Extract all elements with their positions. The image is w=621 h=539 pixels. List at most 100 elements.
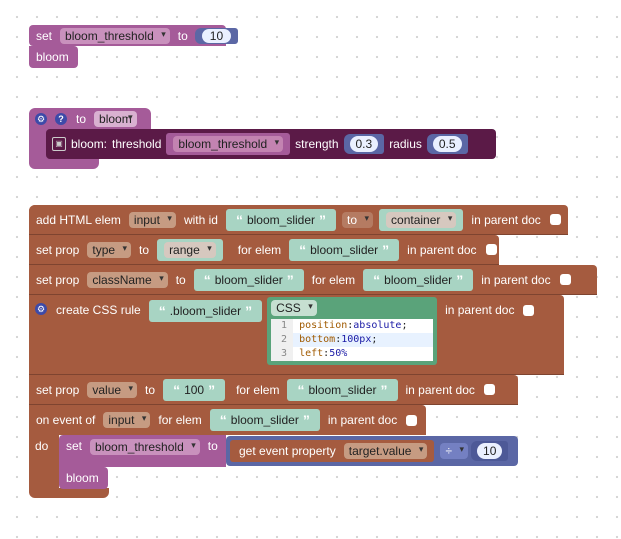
divisor-number-block[interactable]: 10: [471, 441, 509, 461]
operator-dropdown[interactable]: ÷: [440, 443, 469, 459]
value[interactable]: bloom_slider: [214, 272, 283, 287]
id-string-block[interactable]: “ bloom_slider ”: [225, 208, 337, 231]
value[interactable]: 100: [184, 382, 205, 397]
get-event-property-block[interactable]: get event property target.value: [230, 440, 435, 462]
elem-value[interactable]: bloom_slider: [310, 242, 379, 257]
for-elem-label: for elem: [311, 272, 356, 287]
elem-type-dropdown[interactable]: input: [128, 211, 176, 228]
in-parent-doc-checkbox[interactable]: [549, 214, 561, 225]
lang-dropdown[interactable]: CSS: [271, 300, 317, 316]
divide-block[interactable]: get event property target.value ÷ 10: [226, 436, 518, 466]
set-prop-type-block[interactable]: set prop type to range for elem “ bloom_…: [29, 235, 499, 265]
elem-string-block[interactable]: “ bloom_slider ”: [289, 238, 400, 261]
nested-set-variable-block[interactable]: set bloom_threshold to: [59, 435, 226, 467]
to-label: to: [207, 439, 218, 453]
event-dropdown[interactable]: input: [103, 412, 151, 428]
in-parent-doc-checkbox[interactable]: [483, 384, 495, 395]
in-parent-doc-label: in parent doc: [407, 242, 477, 257]
function-name-field[interactable]: bloom: [94, 111, 137, 127]
help-icon[interactable]: ?: [55, 113, 67, 125]
for-elem-label: for elem: [237, 242, 282, 257]
css-code-editor[interactable]: 1 position:absolute; 2 bottom:100px; 3 l…: [271, 319, 434, 361]
elem-string-block[interactable]: “ bloom_slider ”: [363, 268, 474, 291]
id-value[interactable]: bloom_slider: [246, 212, 316, 227]
in-parent-doc-checkbox[interactable]: [406, 414, 418, 426]
prop-dropdown[interactable]: value: [87, 381, 138, 398]
value-string-block[interactable]: “ bloom_slider ”: [193, 268, 304, 291]
to-label: to: [145, 382, 156, 397]
line-number: 1: [271, 319, 294, 333]
in-parent-doc-checkbox[interactable]: [485, 244, 497, 255]
add-html-elem-label: add HTML elem: [36, 212, 121, 227]
bloom-label: bloom:: [71, 137, 108, 151]
in-parent-doc-checkbox[interactable]: [559, 274, 571, 285]
set-label: set: [66, 439, 83, 453]
css-property: bottom: [299, 334, 336, 345]
line-number: 2: [271, 333, 294, 347]
quote-close-icon: ”: [286, 271, 294, 288]
elem-value[interactable]: bloom_slider: [308, 382, 377, 397]
to-label: to: [76, 112, 87, 126]
for-elem-label: for elem: [236, 382, 280, 397]
event-footer: [29, 488, 109, 498]
set-variable-block[interactable]: set bloom_threshold to 10: [29, 25, 239, 46]
value-block[interactable]: range: [157, 238, 223, 261]
function-definition-block[interactable]: ⚙ ? to bloom: [29, 108, 151, 130]
radius-number-block[interactable]: 0.5: [426, 134, 468, 154]
quote-open-icon: “: [158, 303, 166, 319]
set-prop-classname-block[interactable]: set prop className to “ bloom_slider ” f…: [29, 265, 597, 295]
quote-open-icon: “: [219, 412, 227, 428]
quote-close-icon: ”: [208, 381, 216, 398]
call-label: bloom: [36, 50, 69, 64]
strength-value[interactable]: 0.3: [349, 136, 379, 152]
in-parent-doc-label: in parent doc: [405, 382, 475, 397]
nested-call-bloom-block[interactable]: bloom: [59, 467, 108, 489]
divisor-value[interactable]: 10: [477, 443, 503, 459]
radius-label: radius: [389, 137, 422, 151]
for-elem-label: for elem: [158, 413, 202, 427]
threshold-var-dropdown[interactable]: bloom_threshold: [173, 136, 284, 152]
threshold-label: threshold: [112, 137, 162, 151]
prop-dropdown[interactable]: type: [87, 241, 132, 258]
prop-dropdown[interactable]: className: [87, 271, 168, 288]
call-bloom-block[interactable]: bloom: [29, 46, 78, 68]
css-property: left: [299, 348, 324, 359]
elem-string-block[interactable]: “ bloom_slider ”: [209, 409, 320, 431]
container-dropdown[interactable]: container: [386, 211, 457, 228]
value-dropdown[interactable]: range: [164, 241, 216, 258]
set-prop-value-block[interactable]: set prop value to “ 100 ” for elem “ blo…: [29, 375, 518, 405]
value-string-block[interactable]: “ 100 ”: [163, 378, 226, 401]
elem-value[interactable]: bloom_slider: [384, 272, 453, 287]
quote-close-icon: ”: [245, 303, 253, 319]
variable-dropdown[interactable]: bloom_threshold: [90, 439, 200, 455]
variable-dropdown[interactable]: bloom_threshold: [60, 27, 170, 44]
selector-value[interactable]: .bloom_slider: [169, 304, 242, 318]
selector-string-block[interactable]: “ .bloom_slider ”: [148, 300, 263, 322]
gear-icon[interactable]: ⚙: [35, 113, 47, 125]
add-html-elem-block[interactable]: add HTML elem input with id “ bloom_slid…: [29, 205, 568, 235]
container-block[interactable]: container: [379, 208, 464, 231]
set-prop-label: set prop: [36, 382, 80, 397]
create-css-rule-block[interactable]: ⚙ create CSS rule “ .bloom_slider ” CSS …: [29, 295, 564, 375]
number-block[interactable]: 10: [194, 27, 239, 44]
quote-open-icon: “: [173, 381, 181, 398]
property-dropdown[interactable]: target.value: [343, 443, 428, 459]
gear-icon[interactable]: ⚙: [35, 303, 47, 315]
elem-string-block[interactable]: “ bloom_slider ”: [287, 378, 398, 401]
in-parent-doc-checkbox[interactable]: [523, 305, 535, 316]
set-prop-label: set prop: [36, 272, 80, 287]
on-event-block[interactable]: on event of input for elem “ bloom_slide…: [29, 405, 426, 435]
number-value[interactable]: 10: [201, 28, 232, 43]
quote-open-icon: “: [299, 241, 307, 258]
radius-value[interactable]: 0.5: [432, 136, 462, 152]
css-code-block[interactable]: CSS 1 position:absolute; 2 bottom:100px;…: [267, 297, 438, 365]
in-parent-doc-label: in parent doc: [445, 303, 515, 317]
in-parent-doc-label: in parent doc: [327, 413, 398, 427]
strength-number-block[interactable]: 0.3: [343, 134, 385, 154]
elem-value[interactable]: bloom_slider: [230, 413, 299, 427]
bloom-call-block[interactable]: ▣ bloom: threshold bloom_threshold stren…: [46, 129, 496, 159]
threshold-var-block[interactable]: bloom_threshold: [166, 133, 291, 155]
code-text: position:absolute;: [299, 320, 408, 331]
to-dropdown[interactable]: to: [342, 211, 374, 228]
code-line: 2 bottom:100px;: [271, 333, 434, 347]
